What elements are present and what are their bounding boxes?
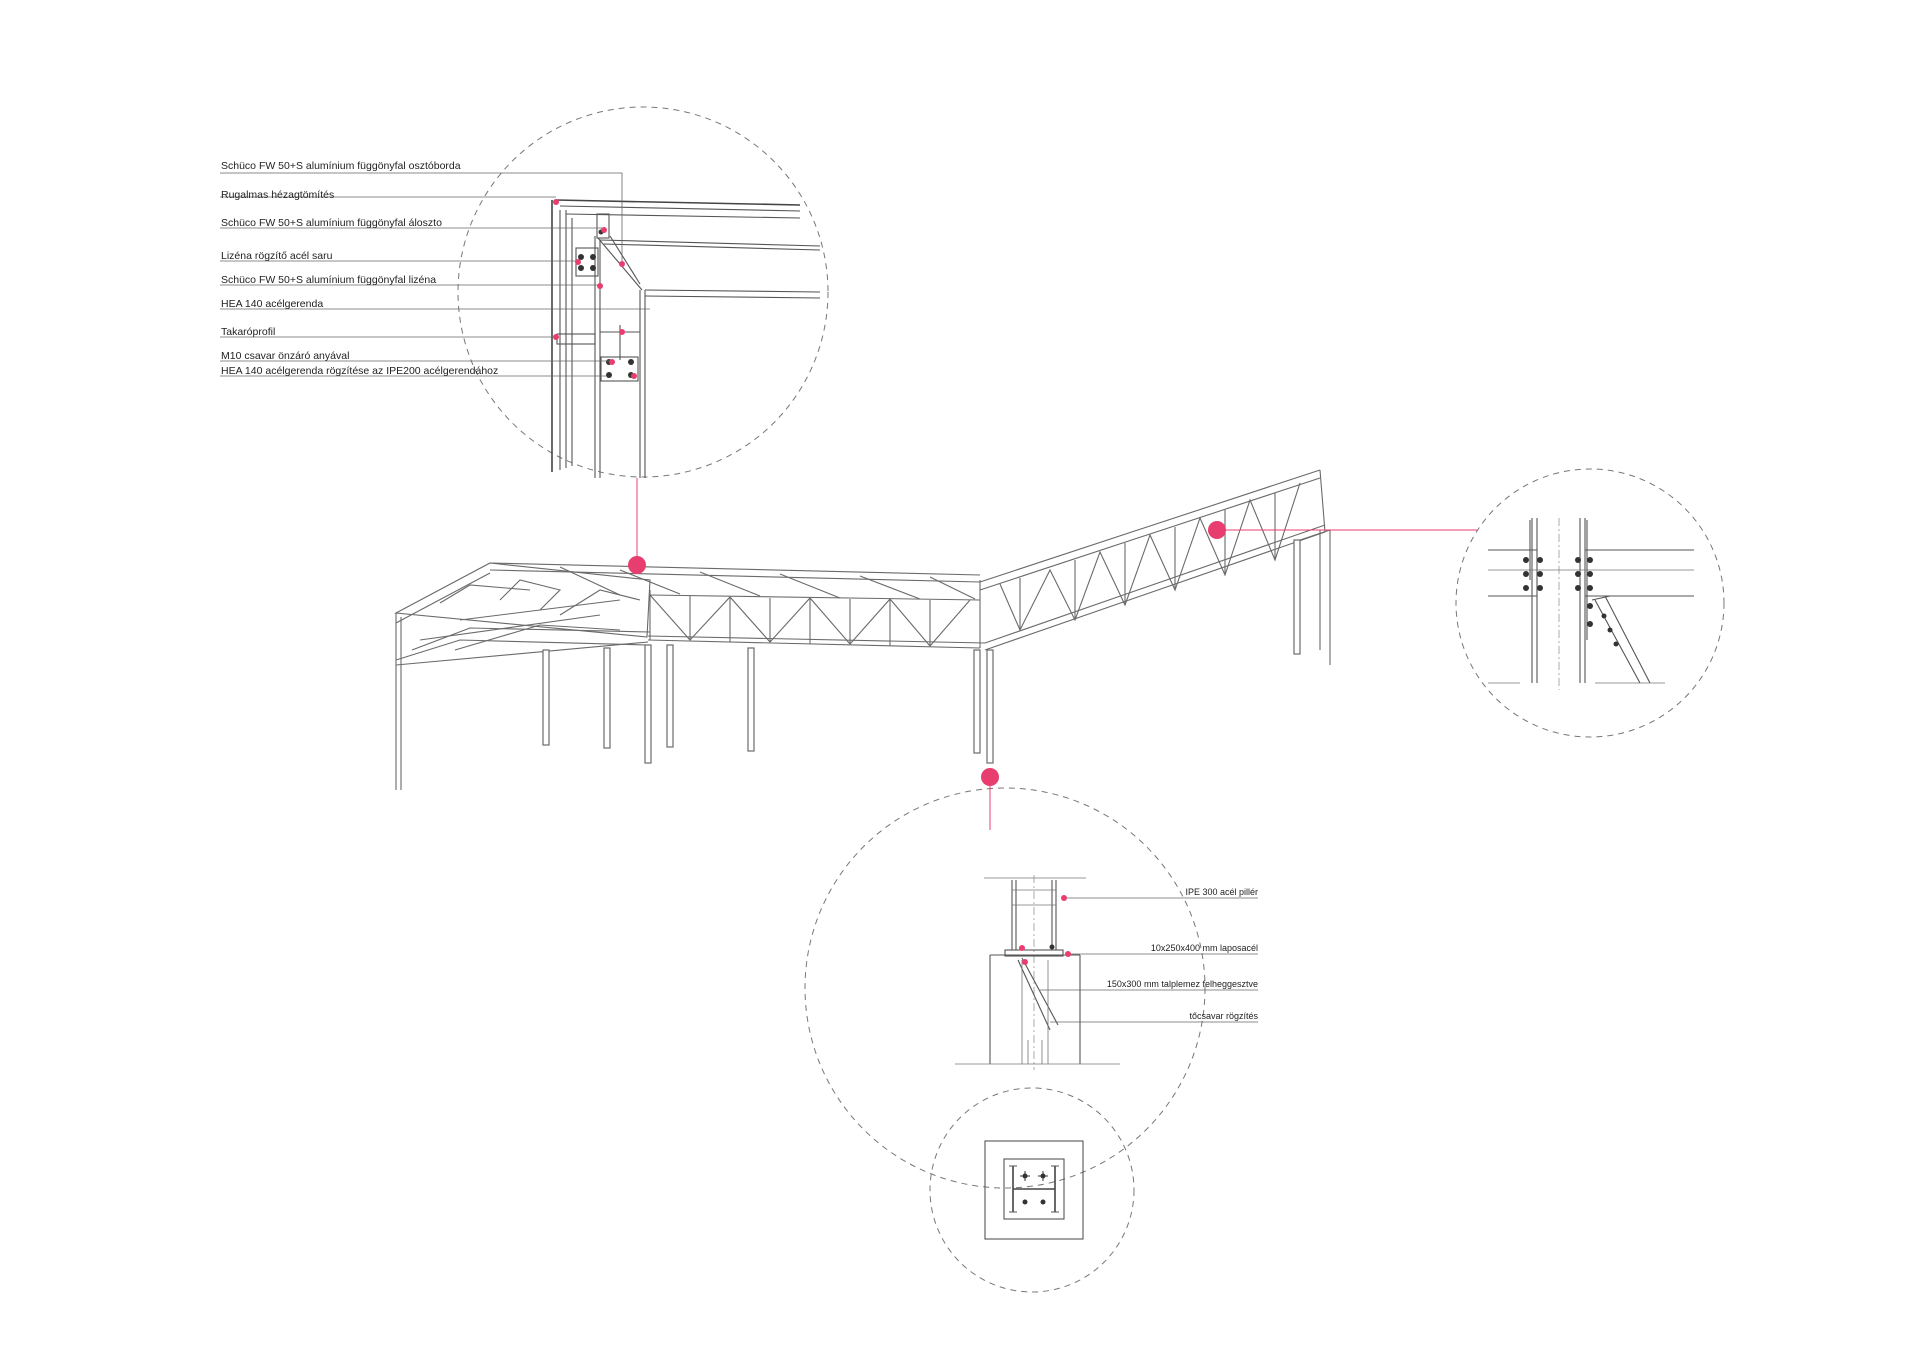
truss-structure	[394, 469, 1331, 790]
label-talplemez: 150x300 mm talplemez felheggesztve	[1107, 979, 1258, 989]
detail-bottom-labels: IPE 300 acél pillér 10x250x400 mm laposa…	[1107, 887, 1259, 1021]
label-saru: Lizéna rögzítő acél saru	[221, 250, 333, 262]
bolts	[1523, 557, 1619, 647]
label-tocsavar: tőcsavar rögzítés	[1189, 1011, 1258, 1021]
detail-right-beam-connection	[1217, 468, 1725, 738]
detail-bottom-circle	[804, 787, 1206, 1189]
bolts	[578, 229, 634, 378]
detail-top-circle	[457, 106, 829, 478]
label-m10-csavar: M10 csavar önzáró anyával	[221, 350, 349, 362]
detail-plan-base-plate	[929, 1087, 1135, 1293]
label-markers	[553, 199, 637, 379]
detail-top-labels: Schüco FW 50+S alumínium függönyfal oszt…	[221, 160, 498, 377]
curtain-wall-profiles	[551, 199, 821, 478]
label-lizena: Schüco FW 50+S alumínium függönyfal lizé…	[221, 274, 436, 286]
leader-lines	[220, 172, 650, 377]
label-ipe300: IPE 300 acél pillér	[1185, 887, 1258, 897]
detail-plan-circle	[929, 1087, 1135, 1293]
marker-detail-top	[628, 556, 646, 574]
label-takaroprofil: Takaróprofil	[221, 326, 275, 338]
columns	[542, 539, 1301, 764]
left-wing	[394, 562, 651, 790]
label-laposacel: 10x250x400 mm laposacél	[1151, 943, 1258, 953]
detail-bottom-column-base: IPE 300 acél pillér 10x250x400 mm laposa…	[804, 777, 1259, 1189]
label-aloszto: Schüco FW 50+S alumínium függönyfal álos…	[221, 217, 442, 229]
label-osztoborda: Schüco FW 50+S alumínium függönyfal oszt…	[221, 160, 461, 172]
diagonal-truss	[979, 469, 1331, 665]
label-hea140: HEA 140 acélgerenda	[221, 298, 323, 310]
detail-top-curtain-wall: Schüco FW 50+S alumínium függönyfal oszt…	[220, 106, 829, 565]
main-truss	[489, 562, 986, 649]
label-hezagtomites: Rugalmas hézagtömítés	[221, 189, 334, 201]
label-hea140-rogzites: HEA 140 acélgerenda rögzítése az IPE200 …	[221, 365, 498, 377]
detail-right-circle	[1455, 468, 1725, 738]
